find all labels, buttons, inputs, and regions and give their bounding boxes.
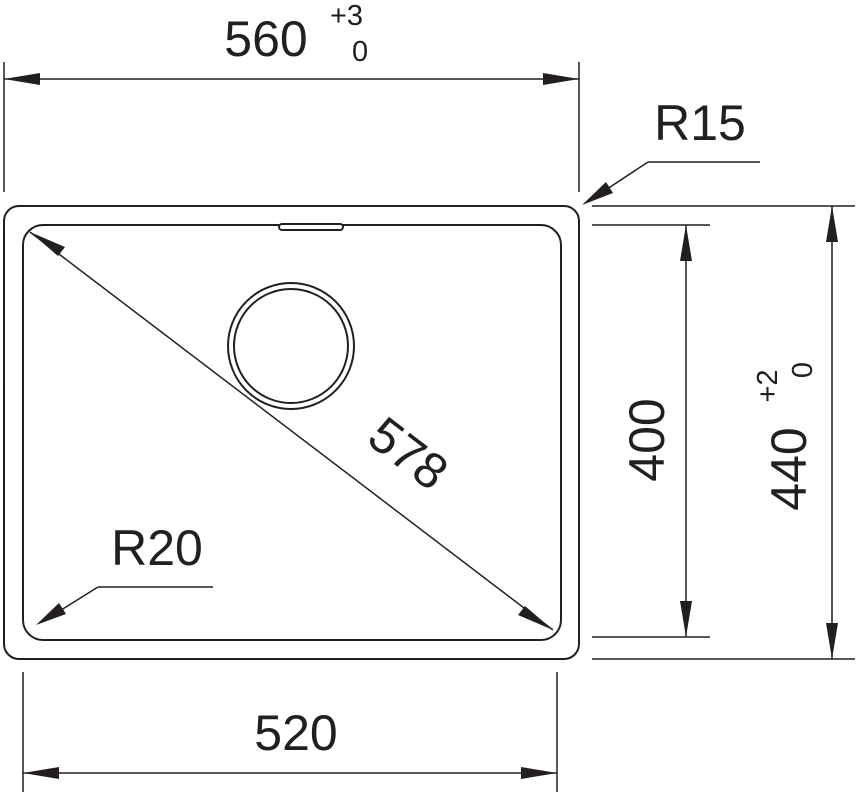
sink-outline [3, 205, 580, 660]
inner-height-value: 400 [619, 398, 675, 481]
diagonal-dimension: 578 [29, 231, 554, 631]
arrowhead-right [521, 767, 557, 779]
overall-width-value: 560 [224, 11, 307, 67]
overall-width-tol-lower: 0 [352, 36, 368, 68]
arrowhead-right [543, 73, 579, 85]
overall-height-dimension: 440 +2 0 [592, 205, 855, 660]
arrowhead-left [4, 73, 40, 85]
leader-arrowhead [582, 182, 613, 205]
outer-radius-label: R15 [654, 95, 746, 151]
diagonal-line [29, 231, 554, 631]
arrowhead-top [680, 225, 692, 261]
overall-width-tol-upper: +3 [330, 0, 363, 32]
arrowhead-top-left [30, 232, 65, 256]
overall-height-value: 440 [761, 427, 817, 510]
overall-height-tol-upper: +2 [752, 369, 784, 402]
leader-arrowhead [36, 603, 66, 625]
inner-width-dimension: 520 [22, 672, 558, 792]
drain-outer-ring [227, 282, 355, 410]
inner-radius-callout: R20 [36, 520, 213, 625]
outer-rim [3, 205, 580, 660]
arrowhead-left [23, 767, 59, 779]
overall-height-tol-lower: 0 [787, 362, 819, 378]
overflow-slot [278, 223, 344, 231]
inner-radius-label: R20 [111, 520, 203, 576]
inner-width-value: 520 [254, 705, 337, 761]
overall-width-dimension: 560 +3 0 [3, 0, 580, 192]
arrowhead-bottom-right [518, 606, 553, 630]
diagonal-value: 578 [358, 406, 458, 501]
inner-height-dimension: 400 [592, 224, 710, 638]
arrowhead-top [826, 206, 838, 242]
drain-inner-ring [233, 288, 349, 404]
outer-radius-callout: R15 [582, 95, 760, 205]
arrowhead-bottom [826, 623, 838, 659]
arrowhead-bottom [680, 601, 692, 637]
